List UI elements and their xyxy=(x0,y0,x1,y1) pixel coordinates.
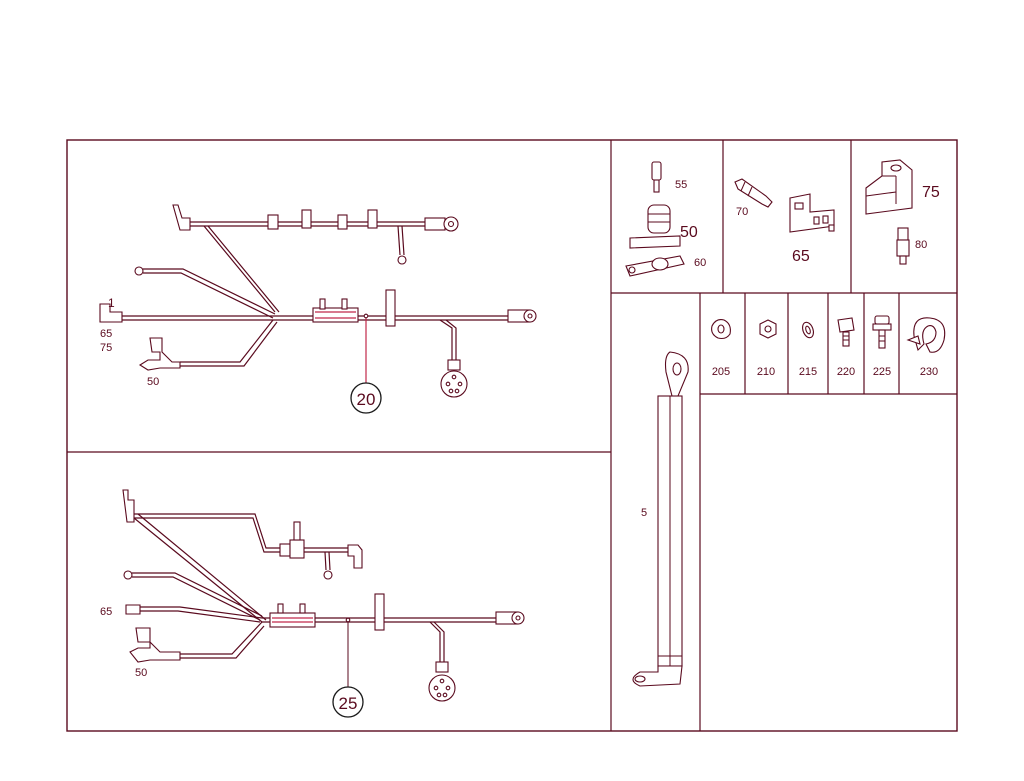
label-70: 70 xyxy=(736,206,748,218)
label-65: 65 xyxy=(792,248,810,265)
wiring-harness-20[interactable] xyxy=(99,204,537,414)
callout-number-20: 20 xyxy=(357,390,376,409)
label-230: 230 xyxy=(920,366,938,378)
label-220: 220 xyxy=(837,366,855,378)
bushing-icon[interactable] xyxy=(711,319,731,340)
cover-part-75[interactable] xyxy=(865,159,913,215)
harness-clip xyxy=(267,209,378,230)
washer-icon[interactable] xyxy=(801,321,816,339)
label-65-top: 65 xyxy=(100,328,112,340)
label-50-top: 50 xyxy=(147,376,159,388)
wiring-harness-25[interactable] xyxy=(122,489,525,718)
callout-bubble-20 xyxy=(350,382,382,414)
label-65-bottom: 65 xyxy=(100,606,112,618)
label-205: 205 xyxy=(712,366,730,378)
clip-icon[interactable] xyxy=(906,317,946,353)
callout-number-25: 25 xyxy=(339,694,358,713)
callout-bubble-25 xyxy=(332,686,364,718)
label-part-5: 5 xyxy=(641,507,647,519)
label-75-top: 75 xyxy=(100,342,112,354)
label-75: 75 xyxy=(922,184,940,201)
label-215: 215 xyxy=(799,366,817,378)
connector-housing-part-65[interactable] xyxy=(789,193,835,233)
diagram-frame xyxy=(66,139,958,732)
label-225: 225 xyxy=(873,366,891,378)
label-50: 50 xyxy=(680,224,698,241)
label-80: 80 xyxy=(915,239,927,251)
terminal-part-70[interactable] xyxy=(734,178,773,208)
pin-part-80[interactable] xyxy=(896,227,910,265)
label-50-bottom: 50 xyxy=(135,667,147,679)
label-210: 210 xyxy=(757,366,775,378)
ground-strap-part-5[interactable] xyxy=(632,351,689,687)
label-55: 55 xyxy=(675,179,687,191)
bolt-icon[interactable] xyxy=(837,317,855,347)
screw-icon[interactable] xyxy=(872,315,892,349)
connector-part-50[interactable] xyxy=(629,204,681,249)
bracket-part-60[interactable] xyxy=(625,255,685,277)
hex-nut-icon[interactable] xyxy=(759,319,777,339)
pin-part-55[interactable] xyxy=(651,161,662,193)
label-60: 60 xyxy=(694,257,706,269)
label-top-connector: 1 xyxy=(108,296,115,310)
